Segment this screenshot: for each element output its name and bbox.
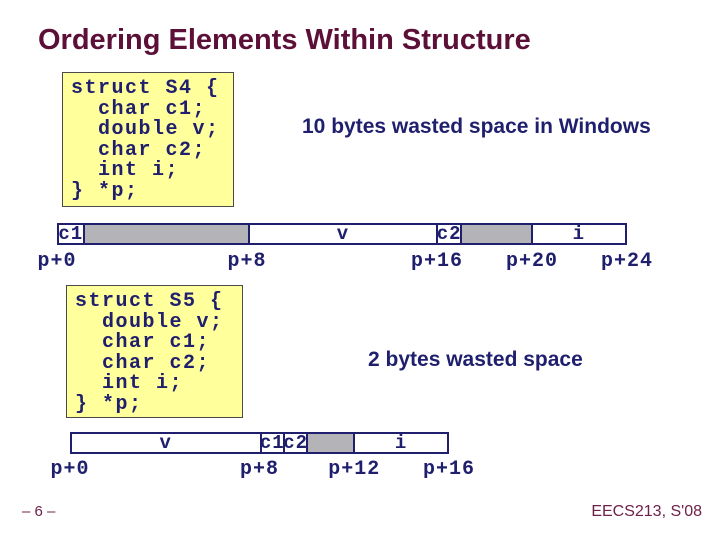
padding-segment <box>306 434 354 452</box>
field-segment-c1: c1 <box>58 223 84 245</box>
offset-labels-s5: p+0 p+8 p+12 p+16 <box>50 458 474 481</box>
field-segment-c2: c2 <box>436 223 462 245</box>
field-segment-i: i <box>353 432 447 454</box>
offset-label-p+16: p+16 <box>422 458 476 481</box>
offset-label-p+24: p+24 <box>600 250 654 273</box>
field-segment-c1: c1 <box>259 432 285 454</box>
course-label: EECS213, S'08 <box>591 503 702 520</box>
code-box-struct-s5: struct S5 { double v; char c1; char c2; … <box>66 285 243 418</box>
code-struct-s4: struct S4 { char c1; double v; char c2; … <box>71 77 220 203</box>
offset-label-p+8: p+8 <box>239 458 280 481</box>
padding-segment <box>459 225 531 243</box>
page-number: – 6 – <box>22 503 56 520</box>
offset-label-p+12: p+12 <box>328 458 381 481</box>
offset-label-p+0: p+0 <box>50 458 90 481</box>
offset-labels-s4: p+0 p+8 p+16 p+20 p+24 <box>37 250 652 273</box>
slide-title: Ordering Elements Within Structure <box>38 24 531 56</box>
wasted-space-note-s5: 2 bytes wasted space <box>368 348 583 371</box>
offset-label-p+20: p+20 <box>505 250 559 273</box>
field-segment-i: i <box>530 223 625 245</box>
padding-segment <box>82 225 248 243</box>
field-segment-v: v <box>247 223 437 245</box>
offset-label-p+8: p+8 <box>227 250 267 273</box>
offset-label-p+0: p+0 <box>37 250 77 273</box>
offset-label-p+16: p+16 <box>410 250 464 273</box>
code-box-struct-s4: struct S4 { char c1; double v; char c2; … <box>62 72 234 207</box>
code-struct-s5: struct S5 { double v; char c1; char c2; … <box>75 290 224 416</box>
wasted-space-note-s4: 10 bytes wasted space in Windows <box>302 115 651 138</box>
field-segment-v: v <box>159 432 172 454</box>
field-segment-c2: c2 <box>282 432 309 454</box>
